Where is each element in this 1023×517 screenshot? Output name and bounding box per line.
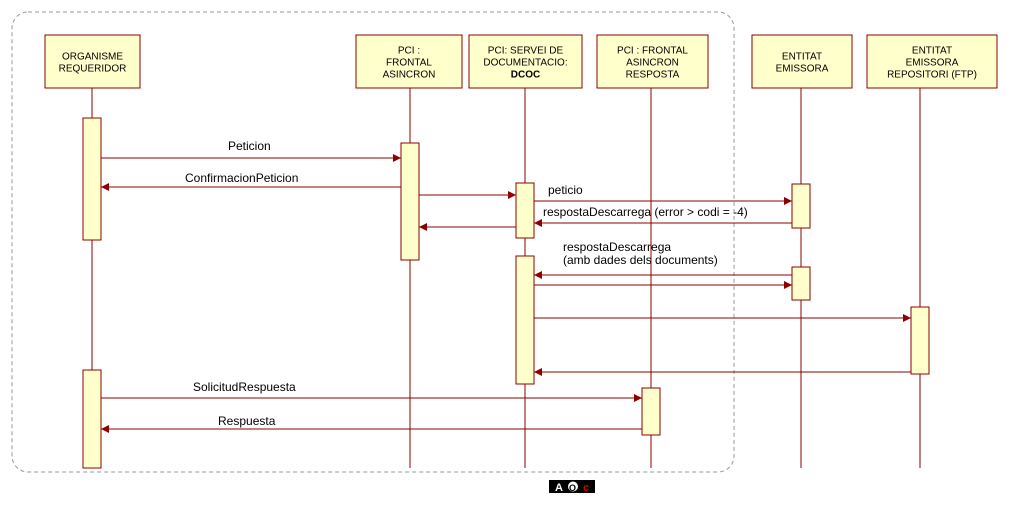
participant-box-entitat_emissora [751,34,853,89]
participant-label: EMISSORA [906,58,959,69]
participant-label: ASINCRON [626,58,679,69]
activation-entitat_emissora [791,266,811,301]
activation-frontal_resposta [641,387,661,436]
logo-letter-o: O [569,483,576,493]
pci-boundary-frame [11,11,735,473]
message-label-confirmacion: ConfirmacionPeticion [185,171,298,185]
participant-box-organisme [44,34,141,89]
participant-label: DOCUMENTACIO: [483,58,567,69]
participant-label: PCI: SERVEI DE [488,46,564,57]
message-label-respuesta: Respuesta [218,414,276,428]
participant-label: FRONTAL [386,58,432,69]
participant-label: REPOSITORI (FTP) [887,70,977,81]
activation-organisme [82,369,102,469]
activation-servei_documentacio [515,255,535,385]
message-label-resposta_error: respostaDescarrega (error > codi = -4) [543,205,748,219]
logo-letter-c: c [583,482,589,494]
participant-label: ORGANISME [62,52,123,63]
logo-o-shape [568,481,578,492]
logo-letter-a: A [555,482,563,494]
activation-servei_documentacio [515,182,535,239]
participant-box-frontal_asincron [355,34,463,89]
participant-label: DCOC [511,70,540,81]
activations [82,117,930,469]
participant-label: ASINCRON [383,70,436,81]
participant-box-entitat_repositori [866,34,998,89]
participant-label: PCI : [398,46,420,57]
message-label-solicitud: SolicitudRespuesta [193,380,296,394]
participant-box-frontal_resposta [596,34,709,89]
message-label-resposta_docs: (amb dades dels documents) [563,253,718,267]
activation-entitat_repositori [910,306,930,375]
participant-label: ENTITAT [782,52,822,63]
message-label-resposta_docs: respostaDescarrega [563,240,671,254]
activation-organisme [82,117,102,241]
participant-label: ENTITAT [912,46,952,57]
participant-label: REQUERIDOR [59,64,127,75]
participant-box-servei_documentacio [468,34,583,89]
activation-frontal_asincron [400,142,420,261]
aoc-logo: A O c [549,480,595,494]
participant-label: PCI : FRONTAL [617,46,688,57]
participant-label: EMISSORA [776,64,829,75]
message-label-peticion: Peticion [228,139,271,153]
participant-label: RESPOSTA [626,70,680,81]
activation-entitat_emissora [791,183,811,229]
message-label-peticio: peticio [548,183,583,197]
